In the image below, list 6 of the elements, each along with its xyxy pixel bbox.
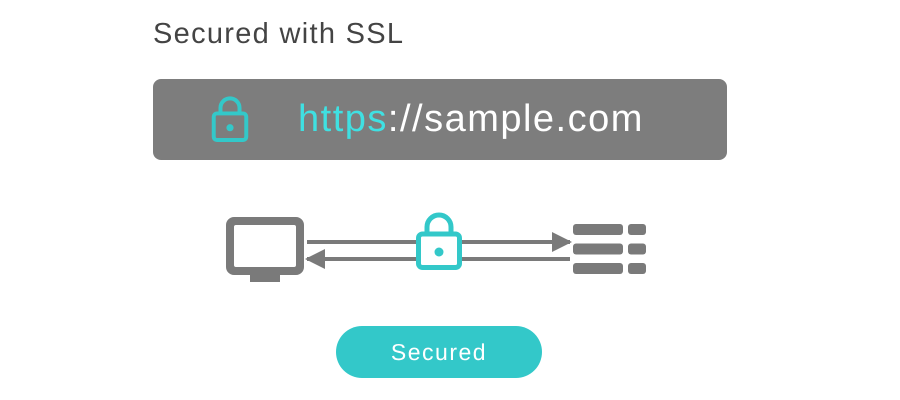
server-icon — [573, 224, 646, 274]
url-text: https://sample.com — [298, 97, 644, 141]
status-pill: Secured — [336, 326, 542, 378]
address-bar — [153, 79, 727, 160]
title: Secured with SSL — [153, 18, 404, 51]
monitor-icon — [226, 217, 304, 282]
